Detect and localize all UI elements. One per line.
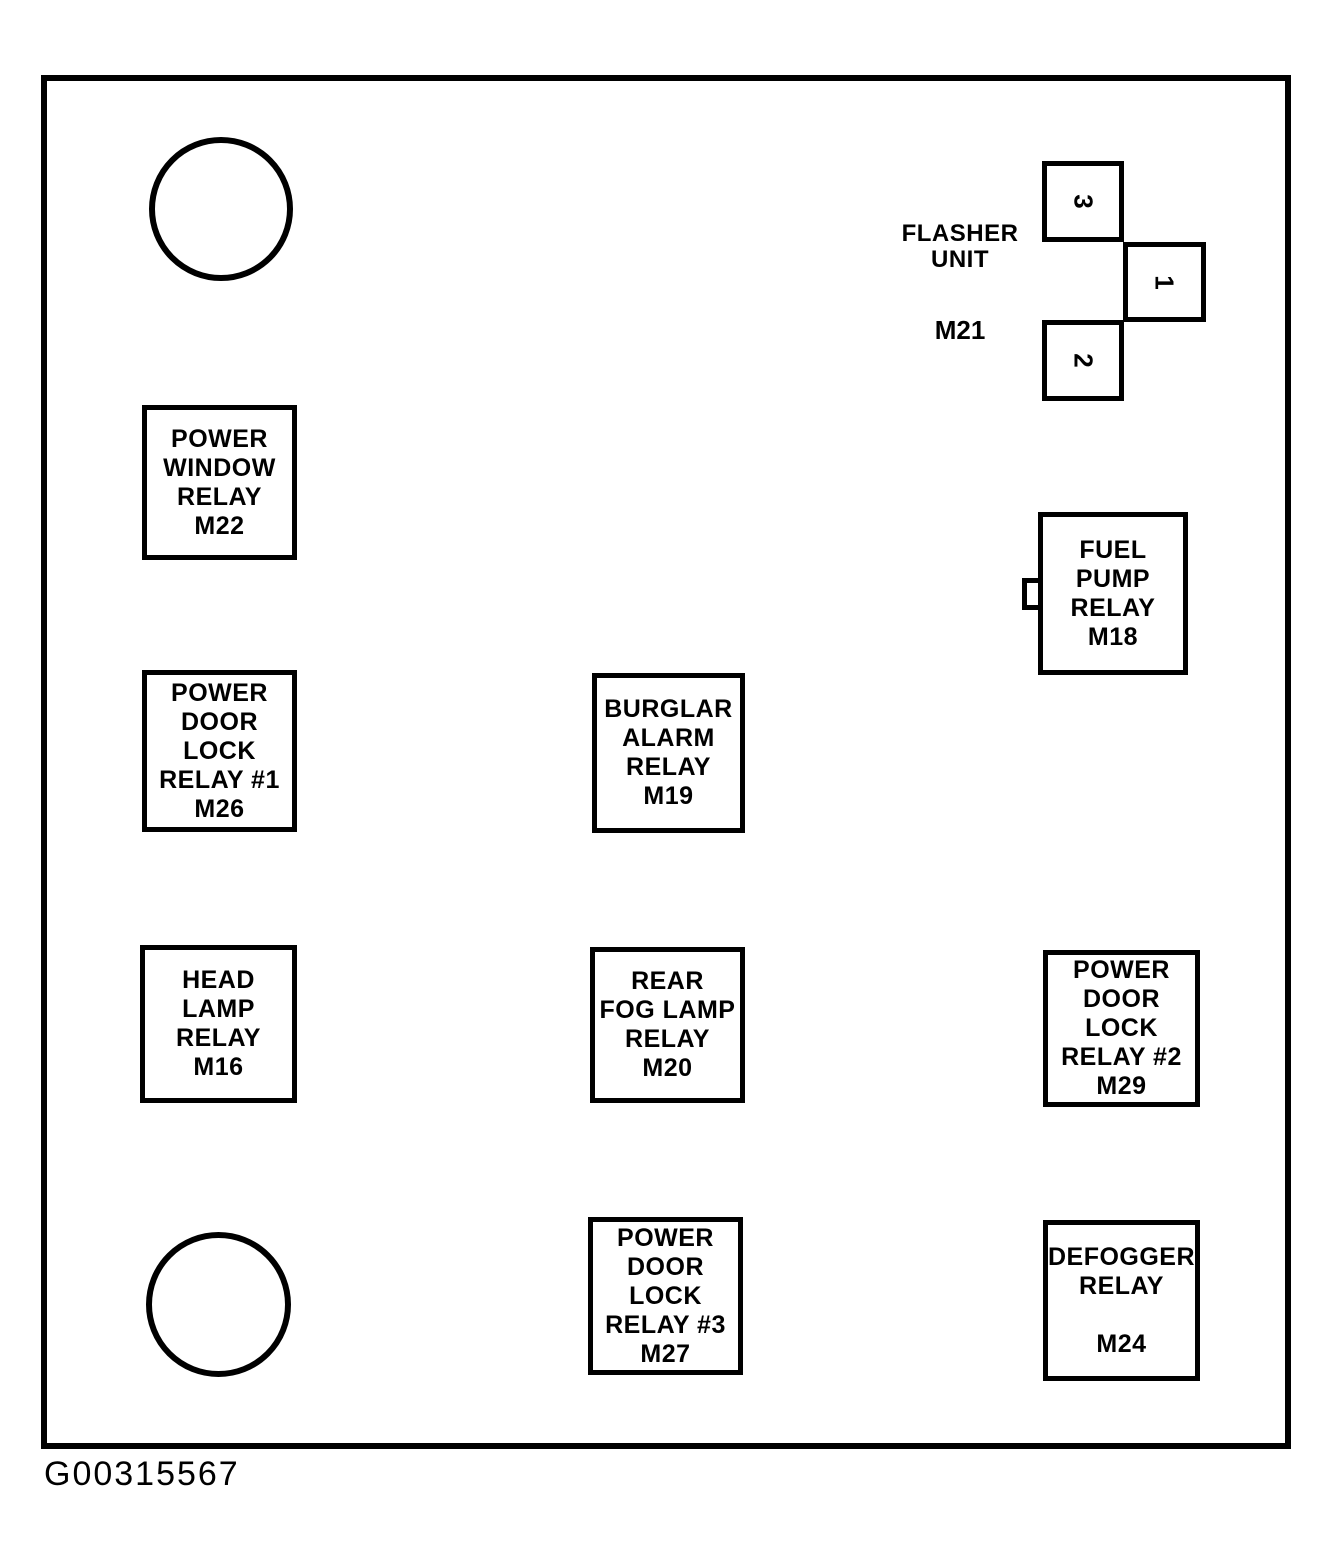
- flasher-terminal-3-label: 3: [1068, 194, 1099, 209]
- relay-label-line: RELAY: [1070, 593, 1156, 622]
- relay-label-line: LOCK: [183, 736, 256, 765]
- flasher-unit-id: M21: [934, 315, 986, 345]
- relay-label-line: M24: [1096, 1329, 1147, 1358]
- relay-label-line: RELAY #3: [605, 1310, 726, 1339]
- relay-label-line: FOG LAMP: [599, 996, 736, 1024]
- relay-label-line: REAR: [631, 967, 704, 995]
- flasher-unit-label-line: UNIT: [931, 246, 989, 273]
- relay-label-line: POWER: [171, 678, 268, 707]
- relay-label-line: M22: [194, 511, 245, 540]
- relay-box-power-door-lock-1: POWER DOOR LOCK RELAY #1 M26: [142, 670, 297, 832]
- relay-label-line: DEFOGGER: [1047, 1242, 1196, 1271]
- flasher-unit-label: FLASHER UNIT: [875, 221, 1045, 273]
- relay-label-line: POWER: [617, 1223, 714, 1252]
- relay-label-line: DOOR: [627, 1252, 704, 1281]
- flasher-terminal-1-label: 1: [1150, 274, 1180, 290]
- relay-label-line: M26: [194, 794, 245, 823]
- relay-box-fuel-pump: FUEL PUMP RELAY M18: [1038, 512, 1188, 675]
- mounting-hole-top-left: [149, 137, 293, 281]
- figure-code: G00315567: [44, 1455, 240, 1493]
- relay-label-line: LOCK: [1085, 1014, 1158, 1042]
- relay-label-line: RELAY #2: [1061, 1043, 1182, 1071]
- relay-box-head-lamp: HEAD LAMP RELAY M16: [140, 945, 297, 1103]
- relay-label-line: BURGLAR: [604, 695, 733, 723]
- relay-label-line: WINDOW: [163, 453, 276, 482]
- relay-label-line: RELAY: [176, 1024, 261, 1052]
- flasher-terminal-2-label: 2: [1068, 353, 1099, 368]
- relay-label-line: RELAY #1: [159, 765, 280, 794]
- flasher-terminal-2: 2: [1042, 320, 1124, 401]
- relay-box-rear-fog-lamp: REAR FOG LAMP RELAY M20: [590, 947, 745, 1103]
- relay-label-line: M18: [1087, 622, 1139, 651]
- relay-label-line: LAMP: [182, 995, 255, 1023]
- relay-label-line: FUEL: [1079, 535, 1147, 564]
- relay-label-line: RELAY: [626, 753, 711, 781]
- flasher-terminal-3: 3: [1042, 161, 1124, 242]
- relay-label-line: M29: [1096, 1072, 1147, 1100]
- relay-label-line: ALARM: [622, 724, 715, 752]
- flasher-terminal-1: 1: [1123, 242, 1206, 322]
- relay-label-line: RELAY: [1079, 1271, 1164, 1300]
- mounting-hole-bottom-left: [146, 1232, 291, 1377]
- relay-label-line: RELAY: [625, 1025, 710, 1053]
- flasher-unit-label-line: FLASHER: [901, 220, 1019, 247]
- relay-box-burglar-alarm: BURGLAR ALARM RELAY M19: [592, 673, 745, 833]
- relay-label-line: M27: [640, 1339, 691, 1368]
- relay-label-line: M16: [193, 1053, 244, 1081]
- relay-label-line: DOOR: [181, 707, 258, 736]
- relay-label-line: M19: [643, 782, 694, 810]
- relay-label-line: LOCK: [629, 1281, 702, 1310]
- relay-label-line: PUMP: [1075, 564, 1151, 593]
- relay-label-line: POWER: [171, 424, 268, 453]
- relay-label-line: DOOR: [1083, 985, 1160, 1013]
- relay-box-power-window: POWER WINDOW RELAY M22: [142, 405, 297, 560]
- relay-label-line: RELAY: [177, 482, 262, 511]
- relay-box-power-door-lock-3: POWER DOOR LOCK RELAY #3 M27: [588, 1217, 743, 1375]
- relay-label-line: POWER: [1073, 956, 1170, 984]
- relay-label-line: HEAD: [182, 966, 255, 994]
- relay-label-line: M20: [642, 1054, 693, 1082]
- relay-box-power-door-lock-2: POWER DOOR LOCK RELAY #2 M29: [1043, 950, 1200, 1107]
- relay-box-defogger: DEFOGGER RELAY M24: [1043, 1220, 1200, 1381]
